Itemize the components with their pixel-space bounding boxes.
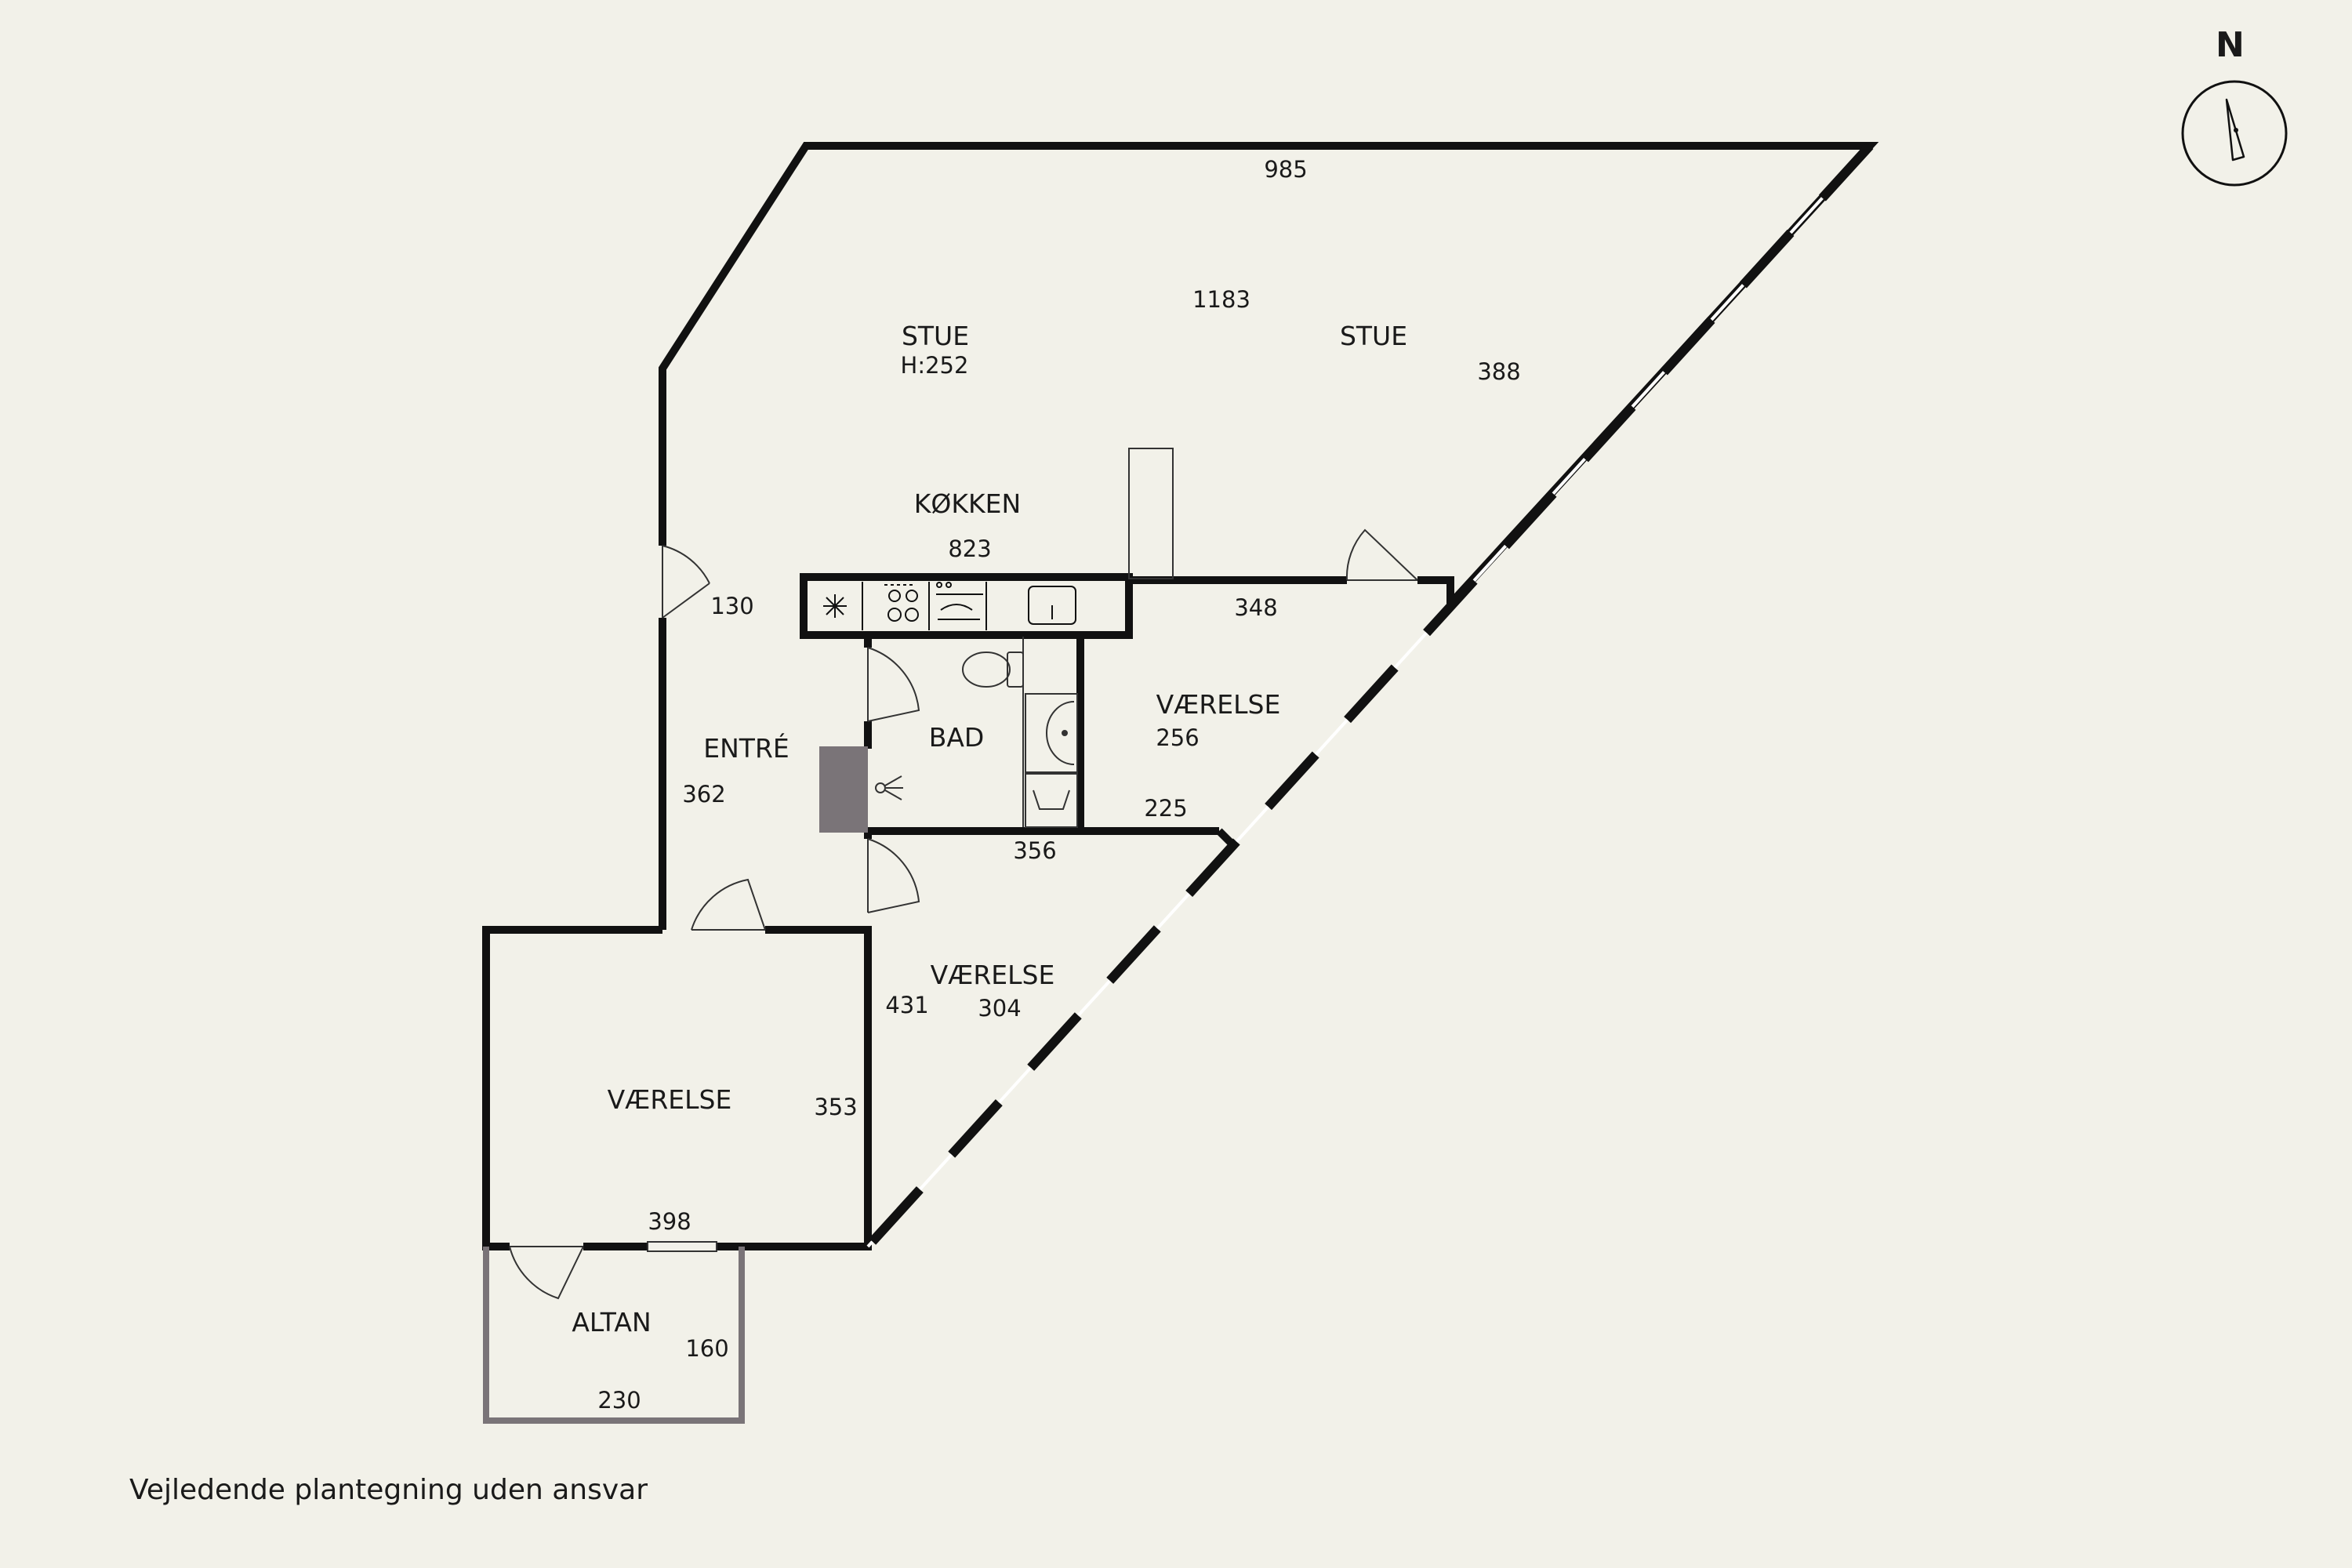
dim-top-wall: 985 bbox=[1264, 156, 1307, 183]
washbasin-icon bbox=[1025, 693, 1078, 773]
dim-room2-left: 431 bbox=[885, 992, 928, 1018]
room-label-vaerelse-3: VÆRELSE bbox=[608, 1084, 732, 1115]
room-label-altan: ALTAN bbox=[572, 1307, 651, 1338]
door-altan bbox=[509, 1242, 584, 1300]
room-label-entre: ENTRÉ bbox=[703, 732, 789, 764]
room-label-vaerelse-1: VÆRELSE bbox=[1156, 689, 1281, 720]
dim-bath-bottom: 356 bbox=[1013, 837, 1056, 864]
room-labels: STUE H:252 STUE KØKKEN ENTRÉ BAD VÆRELSE… bbox=[572, 321, 1407, 1338]
dim-altan-depth: 160 bbox=[685, 1335, 728, 1362]
dim-room1-bottom: 225 bbox=[1144, 795, 1187, 822]
room-label-stue: STUE bbox=[902, 321, 969, 351]
shower-icon bbox=[819, 746, 903, 833]
sink-icon bbox=[1028, 586, 1076, 625]
dim-room1-depth: 256 bbox=[1156, 724, 1199, 751]
washing-machine-icon bbox=[1025, 773, 1078, 828]
toilet-icon bbox=[962, 652, 1024, 688]
dim-entre-door: 130 bbox=[710, 593, 753, 619]
dimension-labels: 985 1183 388 823 130 348 256 225 356 362… bbox=[597, 156, 1520, 1414]
dim-entre-depth: 362 bbox=[682, 781, 725, 808]
room-label-vaerelse-2: VÆRELSE bbox=[931, 960, 1055, 990]
door-room3 bbox=[691, 878, 766, 935]
dim-room2-width: 304 bbox=[978, 995, 1021, 1022]
dim-altan-width: 230 bbox=[597, 1387, 641, 1414]
dim-room3-right: 353 bbox=[814, 1094, 857, 1120]
room-height-stue: H:252 bbox=[901, 352, 969, 379]
room-label-bad: BAD bbox=[929, 722, 985, 753]
dim-stue-diagonal: 1183 bbox=[1192, 286, 1250, 313]
door-entre bbox=[658, 545, 710, 619]
window-room3 bbox=[647, 1241, 717, 1252]
stove-icon bbox=[884, 582, 930, 630]
door-bath bbox=[863, 647, 920, 722]
window-wall bbox=[864, 142, 1874, 1250]
door-room2 bbox=[863, 838, 920, 913]
compass-north-label: N bbox=[2216, 25, 2245, 65]
dim-room1-top: 348 bbox=[1234, 594, 1277, 621]
altan-railing bbox=[483, 1247, 745, 1424]
dim-room3-bottom: 398 bbox=[648, 1208, 691, 1235]
dishwasher-icon bbox=[936, 582, 987, 630]
disclaimer-text: Vejledende plantegning uden ansvar bbox=[129, 1474, 648, 1506]
doors bbox=[509, 528, 1418, 1300]
room-label-stue-2: STUE bbox=[1340, 321, 1407, 351]
room-label-kokken: KØKKEN bbox=[914, 488, 1021, 519]
bathroom-fixtures bbox=[962, 637, 1078, 828]
kitchen-counter bbox=[800, 448, 1174, 639]
door-room1 bbox=[1345, 528, 1418, 581]
fridge-icon bbox=[823, 582, 863, 630]
compass-icon bbox=[2181, 80, 2288, 187]
dim-stue-right: 388 bbox=[1477, 358, 1520, 385]
dim-kitchen: 823 bbox=[948, 535, 991, 562]
